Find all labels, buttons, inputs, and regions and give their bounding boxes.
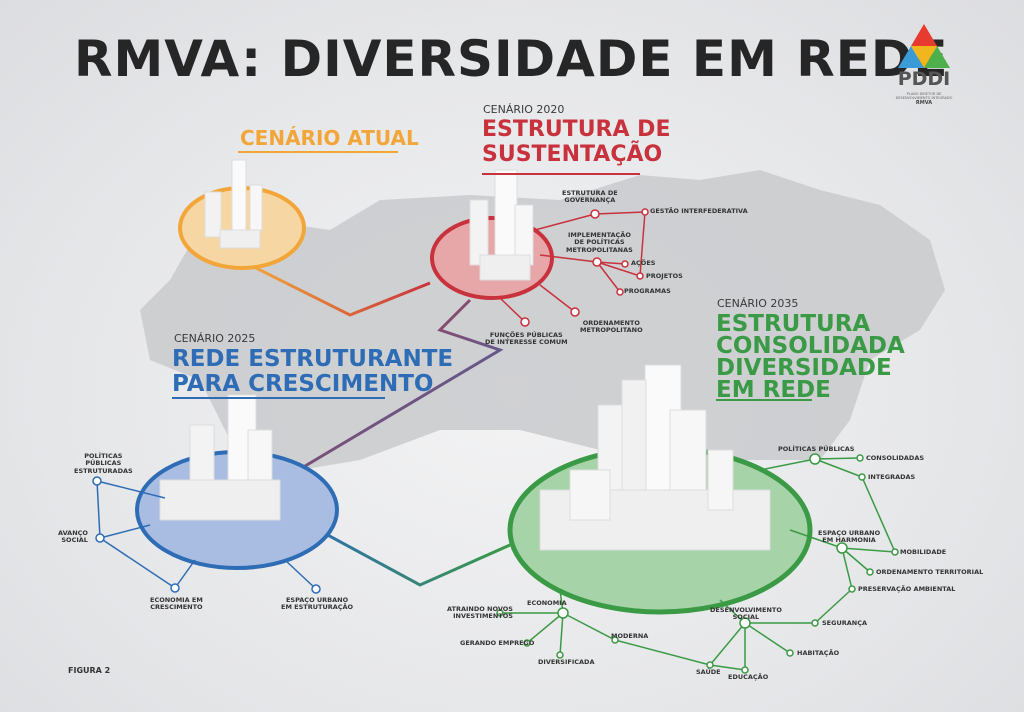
disc-2035 bbox=[496, 364, 899, 674]
node-2035-mobilidade: MOBILIDADE bbox=[900, 548, 947, 556]
node-2035-ordenamento: ORDENAMENTO TERRITORIAL bbox=[876, 568, 984, 576]
disc-2020 bbox=[430, 169, 649, 327]
label-cenario-2035: CENÁRIO 2035 bbox=[717, 297, 799, 310]
node-2020-acoes: AÇÕES bbox=[631, 259, 656, 267]
node-2035-economia: ECONOMIA bbox=[527, 599, 567, 607]
node-2020-governanca: ESTRUTURA DE GOVERNANÇA bbox=[562, 189, 618, 205]
heading-2025-line2: PARA CRESCIMENTO bbox=[172, 371, 434, 397]
node-2035-diversificada: DIVERSIFICADA bbox=[538, 658, 595, 666]
pddi-logo-icon bbox=[898, 24, 950, 68]
heading-2020-line2: SUSTENTAÇÃO bbox=[482, 142, 663, 167]
node-2020-funcoes: FUNÇÕES PÚBLICAS DE INTERESSE COMUM bbox=[485, 331, 568, 347]
node-2035-atraindo: ATRAINDO NOVOS INVESTIMENTOS bbox=[447, 605, 513, 621]
node-2025-avanco: AVANÇO SOCIAL bbox=[58, 529, 88, 545]
road-2025-2035 bbox=[299, 518, 511, 587]
heading-2035-line2: CONSOLIDADA bbox=[716, 333, 905, 359]
node-2020-gestao: GESTÃO INTERFEDERATIVA bbox=[650, 207, 748, 215]
node-2020-programas: PROGRAMAS bbox=[624, 287, 671, 295]
disc-2025 bbox=[92, 394, 339, 594]
heading-cenario-atual: CENÁRIO ATUAL bbox=[240, 126, 419, 150]
node-2020-projetos: PROJETOS bbox=[646, 272, 683, 280]
logo-region: RMVA bbox=[915, 100, 933, 106]
label-cenario-2025: CENÁRIO 2025 bbox=[174, 332, 256, 345]
node-2025-economia: ECONOMIA EM CRESCIMENTO bbox=[150, 596, 203, 612]
heading-2035-line4: EM REDE bbox=[716, 377, 831, 403]
node-2035-gerando: GERANDO EMPREGO bbox=[460, 639, 535, 647]
node-2020-implementacao: IMPLEMENTAÇÃO DE POLÍTICAS METROPOLITANA… bbox=[566, 231, 633, 254]
heading-2035-line1: ESTRUTURA bbox=[716, 311, 871, 337]
heading-2020-line1: ESTRUTURA DE bbox=[482, 117, 671, 142]
heading-2025-line1: REDE ESTRUTURANTE bbox=[172, 346, 454, 372]
page-title: RMVA: DIVERSIDADE EM REDE bbox=[74, 30, 949, 88]
label-cenario-2020: CENÁRIO 2020 bbox=[483, 103, 565, 116]
node-2035-politicas: POLÍTICAS PÚBLICAS bbox=[778, 445, 855, 453]
road-2020-2025 bbox=[289, 298, 504, 477]
disc-atual bbox=[178, 159, 306, 270]
node-2020-ordenamento: ORDENAMENTO METROPOLITANO bbox=[580, 319, 643, 335]
node-2035-desenvolvimento: DESENVOLVIMENTO SOCIAL bbox=[710, 606, 782, 622]
node-2025-politicas: POLÍTICAS PÚBLICAS ESTRUTURADAS bbox=[74, 452, 133, 475]
node-2035-seguranca: SEGURANÇA bbox=[822, 619, 868, 627]
logo-caption: PLANO DIRETOR DE DESENVOLVIMENTO INTEGRA… bbox=[895, 92, 953, 100]
node-2035-preservacao: PRESERVAÇÃO AMBIENTAL bbox=[858, 585, 956, 593]
node-2035-espaco: ESPAÇO URBANO EM HARMONIA bbox=[818, 529, 881, 545]
figure-label: FIGURA 2 bbox=[68, 666, 111, 675]
logo-text: PDDI bbox=[897, 68, 951, 90]
node-2035-saude: SAÚDE bbox=[696, 668, 721, 676]
node-2035-moderna: MODERNA bbox=[611, 632, 649, 640]
heading-2035-line3: DIVERSIDADE bbox=[716, 355, 892, 381]
node-2035-habitacao: HABITAÇÃO bbox=[797, 649, 840, 657]
node-2035-integradas: INTEGRADAS bbox=[868, 473, 916, 481]
road-atual-2020 bbox=[249, 263, 431, 317]
node-2025-espaco: ESPAÇO URBANO EM ESTRUTURAÇÃO bbox=[281, 596, 354, 612]
node-2035-educacao: EDUCAÇÃO bbox=[728, 673, 769, 681]
node-2035-consolidadas: CONSOLIDADAS bbox=[866, 454, 925, 462]
region-map-silhouette bbox=[140, 170, 945, 470]
